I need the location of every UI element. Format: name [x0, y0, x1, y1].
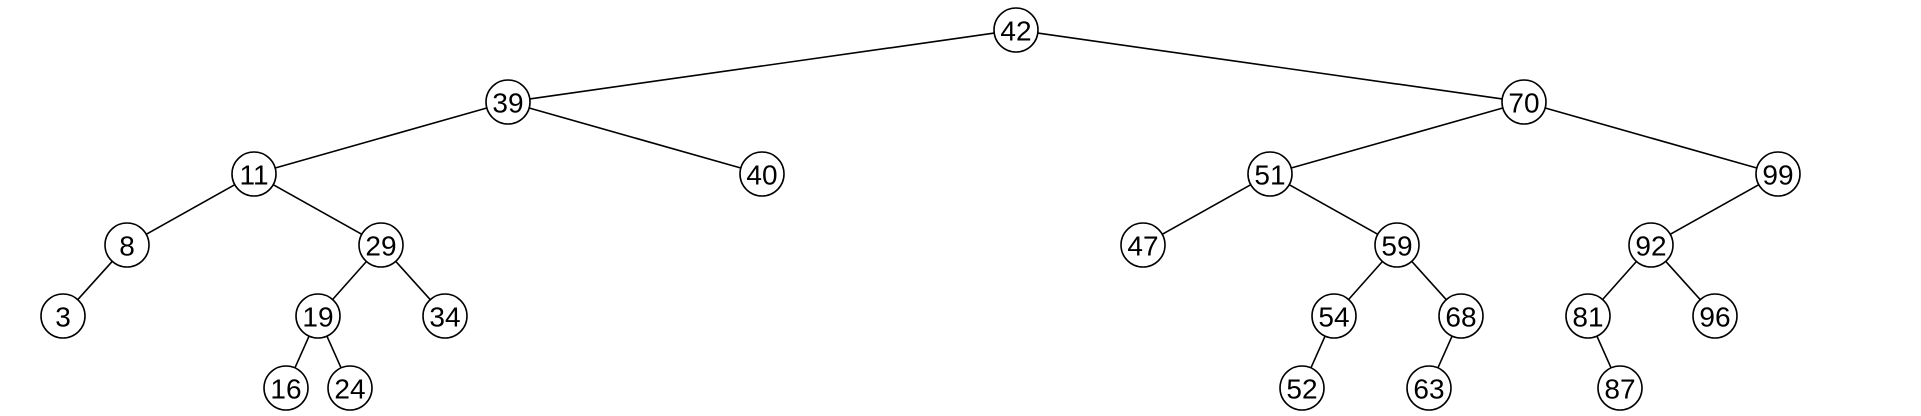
node-label: 34	[429, 302, 460, 333]
tree-edge-99-92	[1669, 184, 1760, 235]
node-label: 39	[492, 88, 523, 119]
tree-edge-70-99	[1544, 107, 1758, 169]
node-label: 24	[334, 374, 365, 405]
node-label: 11	[239, 160, 268, 191]
tree-edge-51-47	[1161, 184, 1252, 235]
tree-edges	[77, 32, 1760, 369]
tree-edge-81-87	[1596, 335, 1612, 369]
node-label: 59	[1381, 231, 1412, 262]
tree-edge-39-40	[528, 107, 742, 169]
tree-node-3: 3	[40, 293, 86, 339]
tree-node-42: 42	[993, 7, 1039, 53]
node-label: 54	[1318, 302, 1349, 333]
tree-edge-19-24	[326, 335, 342, 369]
node-circle	[263, 365, 309, 411]
tree-node-99: 99	[1755, 151, 1801, 197]
tree-edge-19-16	[294, 335, 310, 369]
tree-edge-11-29	[272, 184, 363, 235]
node-circle	[1120, 222, 1166, 268]
node-circle	[1438, 293, 1484, 339]
node-circle	[40, 293, 86, 339]
node-label: 42	[1000, 16, 1031, 47]
node-label: 81	[1572, 302, 1603, 333]
node-circle	[1501, 79, 1547, 125]
tree-node-19: 19	[295, 293, 341, 339]
node-circle	[1597, 365, 1643, 411]
tree-node-34: 34	[422, 293, 468, 339]
tree-node-40: 40	[739, 151, 785, 197]
node-circle	[1279, 365, 1325, 411]
node-label: 92	[1635, 231, 1666, 262]
tree-node-39: 39	[485, 79, 531, 125]
node-label: 87	[1604, 374, 1635, 405]
node-circle	[327, 365, 373, 411]
node-circle	[993, 7, 1039, 53]
node-circle	[231, 151, 277, 197]
tree-node-81: 81	[1565, 293, 1611, 339]
node-label: 99	[1762, 160, 1793, 191]
node-label: 96	[1699, 302, 1730, 333]
tree-edge-51-59	[1288, 184, 1379, 235]
tree-edge-70-51	[1290, 107, 1504, 169]
node-circle	[1247, 151, 1293, 197]
node-circle	[295, 293, 341, 339]
tree-node-47: 47	[1120, 222, 1166, 268]
tree-node-70: 70	[1501, 79, 1547, 125]
tree-node-11: 11	[231, 151, 277, 197]
tree-node-24: 24	[327, 365, 373, 411]
tree-node-87: 87	[1597, 365, 1643, 411]
node-label: 8	[119, 231, 135, 262]
node-label: 47	[1127, 231, 1158, 262]
tree-edge-59-68	[1411, 260, 1447, 301]
tree-edge-8-3	[77, 260, 113, 301]
node-label: 29	[365, 231, 396, 262]
node-circle	[1628, 222, 1674, 268]
node-circle	[739, 151, 785, 197]
tree-node-68: 68	[1438, 293, 1484, 339]
node-label: 70	[1508, 88, 1539, 119]
node-label: 68	[1445, 302, 1476, 333]
node-label: 3	[55, 302, 71, 333]
node-label: 40	[746, 160, 777, 191]
node-circle	[1374, 222, 1420, 268]
node-circle	[1755, 151, 1801, 197]
tree-node-51: 51	[1247, 151, 1293, 197]
tree-nodes: 42 39 70 11 40 51 99 8 29 47 59 92 3 19 34 54 68 81 96 16 24…	[40, 7, 1801, 411]
tree-node-52: 52	[1279, 365, 1325, 411]
tree-edge-11-8	[145, 184, 236, 235]
tree-edge-39-11	[274, 107, 488, 169]
tree-edge-42-39	[529, 32, 995, 100]
tree-node-29: 29	[358, 222, 404, 268]
node-label: 16	[270, 374, 301, 405]
tree-edge-29-19	[332, 260, 367, 301]
node-label: 52	[1286, 374, 1317, 405]
tree-edge-59-54	[1348, 260, 1383, 301]
tree-edge-92-81	[1602, 260, 1637, 301]
tree-node-8: 8	[104, 222, 150, 268]
node-circle	[1406, 365, 1452, 411]
tree-edge-68-63	[1437, 335, 1453, 369]
tree-edge-92-96	[1665, 260, 1701, 301]
tree-node-54: 54	[1311, 293, 1357, 339]
node-label: 63	[1413, 374, 1444, 405]
node-circle	[1311, 293, 1357, 339]
node-circle	[485, 79, 531, 125]
tree-node-63: 63	[1406, 365, 1452, 411]
node-label: 19	[302, 302, 333, 333]
node-label: 51	[1254, 160, 1285, 191]
node-circle	[1565, 293, 1611, 339]
tree-node-16: 16	[263, 365, 309, 411]
tree-edge-42-70	[1037, 32, 1503, 100]
tree-edge-29-34	[395, 260, 431, 301]
tree-node-96: 96	[1692, 293, 1738, 339]
tree-edge-54-52	[1310, 335, 1326, 369]
node-circle	[104, 222, 150, 268]
node-circle	[422, 293, 468, 339]
tree-node-59: 59	[1374, 222, 1420, 268]
tree-node-92: 92	[1628, 222, 1674, 268]
node-circle	[358, 222, 404, 268]
node-circle	[1692, 293, 1738, 339]
